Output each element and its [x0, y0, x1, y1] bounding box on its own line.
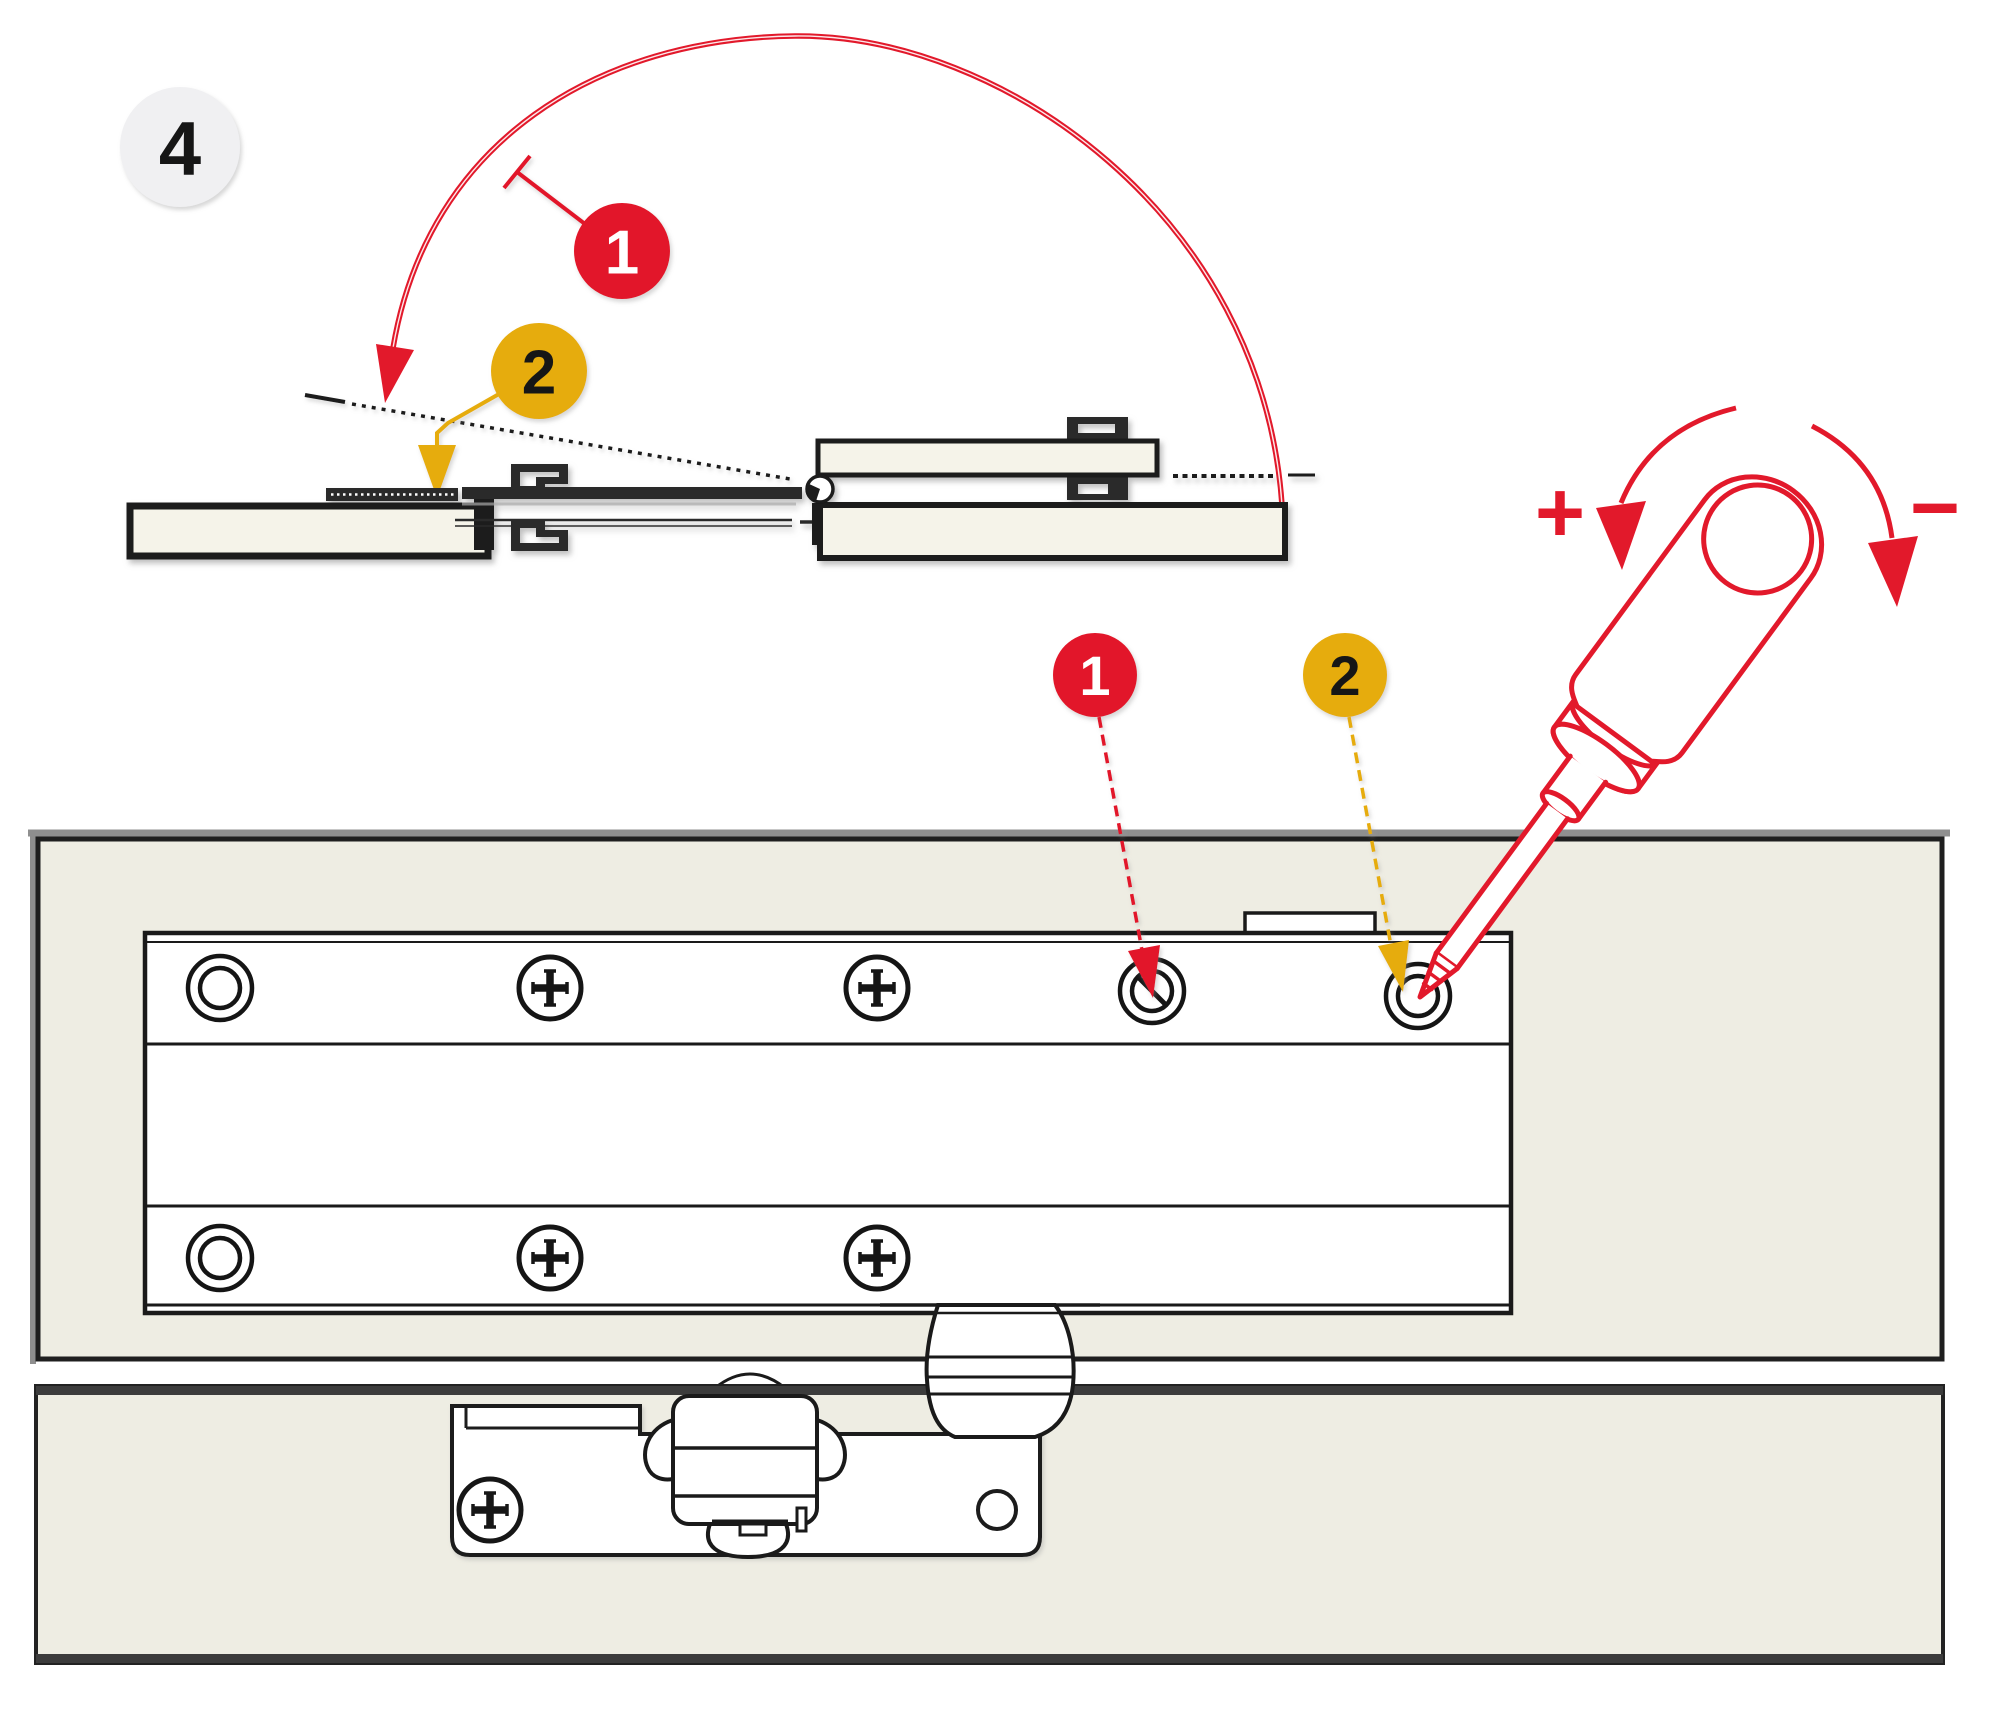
- open-position-dotted-line: [304, 393, 791, 481]
- minus-icon: −: [1910, 460, 1960, 556]
- panel-end-cap: [474, 494, 494, 550]
- step-badge-circle: [120, 87, 240, 207]
- hinge-plate-hole: [976, 1489, 1018, 1531]
- front-callout-2-badge: [1303, 633, 1387, 717]
- cross-section-hardware: [126, 417, 1315, 561]
- screwdriver-adjustment: + −: [1417, 405, 1960, 1000]
- door-panel-bottom-section: [817, 502, 1288, 561]
- fixed-panel-section: [126, 502, 492, 560]
- mounting-rail: [142, 911, 1514, 1316]
- screw-phillips-icon: [519, 1227, 581, 1289]
- side-callout-2: 2: [418, 323, 587, 498]
- callout-1-label: 1: [605, 218, 639, 287]
- rotate-left-arrow-icon: [1596, 405, 1737, 570]
- callout-1-leader: [515, 170, 587, 226]
- clamp-profile-left: [511, 464, 568, 551]
- swing-arc-arrowhead-icon: [376, 344, 414, 403]
- screwdriver-icon: [1417, 474, 1825, 1000]
- side-view-diagram: 1 2: [126, 33, 1315, 561]
- front-callout-1-badge: [1053, 633, 1137, 717]
- plus-icon: +: [1535, 465, 1585, 561]
- step-number: 4: [159, 106, 201, 191]
- step-badge: 4: [120, 87, 240, 207]
- screw-phillips-icon: [846, 957, 908, 1019]
- callout-2-badge: [491, 323, 587, 419]
- yellow-arrowhead-icon: [1378, 940, 1409, 992]
- red-arrowhead-icon: [1128, 945, 1160, 998]
- screw-plain-icon: [188, 956, 252, 1020]
- gasket-strip: [326, 488, 458, 501]
- screw-plain-icon: [188, 1226, 252, 1290]
- front-callout-1: 1: [1053, 633, 1160, 998]
- down-arrow-icon: [418, 445, 456, 498]
- front-callout-2: 2: [1303, 633, 1409, 992]
- track-bar: [462, 487, 802, 499]
- screw-phillips-icon: [519, 957, 581, 1019]
- side-callout-1: 1: [502, 154, 670, 299]
- screw-phillips-icon: [846, 1227, 908, 1289]
- clamp-profile-right: [1067, 417, 1128, 500]
- hinge-clamp: [643, 1394, 847, 1560]
- screw-phillips-icon hinge-plate-screw: [459, 1479, 521, 1541]
- callout-2-leader: [435, 392, 500, 447]
- rotate-right-arrow-icon: [1810, 423, 1918, 607]
- pivot-arm: [880, 1303, 1100, 1439]
- pivot-point: [805, 474, 835, 504]
- callout-1-badge: [574, 203, 670, 299]
- front-callout-1-label: 1: [1079, 644, 1110, 707]
- callout-2-label: 2: [522, 338, 556, 407]
- front-callout-2-label: 2: [1329, 644, 1360, 707]
- front-callout-1-leader: [1097, 716, 1148, 973]
- swing-arc-arrow-icon: [376, 33, 1285, 506]
- door-panel-top-section: [815, 438, 1160, 478]
- front-view-diagram: 1 2: [28, 633, 1950, 1665]
- front-callout-2-leader: [1347, 716, 1396, 963]
